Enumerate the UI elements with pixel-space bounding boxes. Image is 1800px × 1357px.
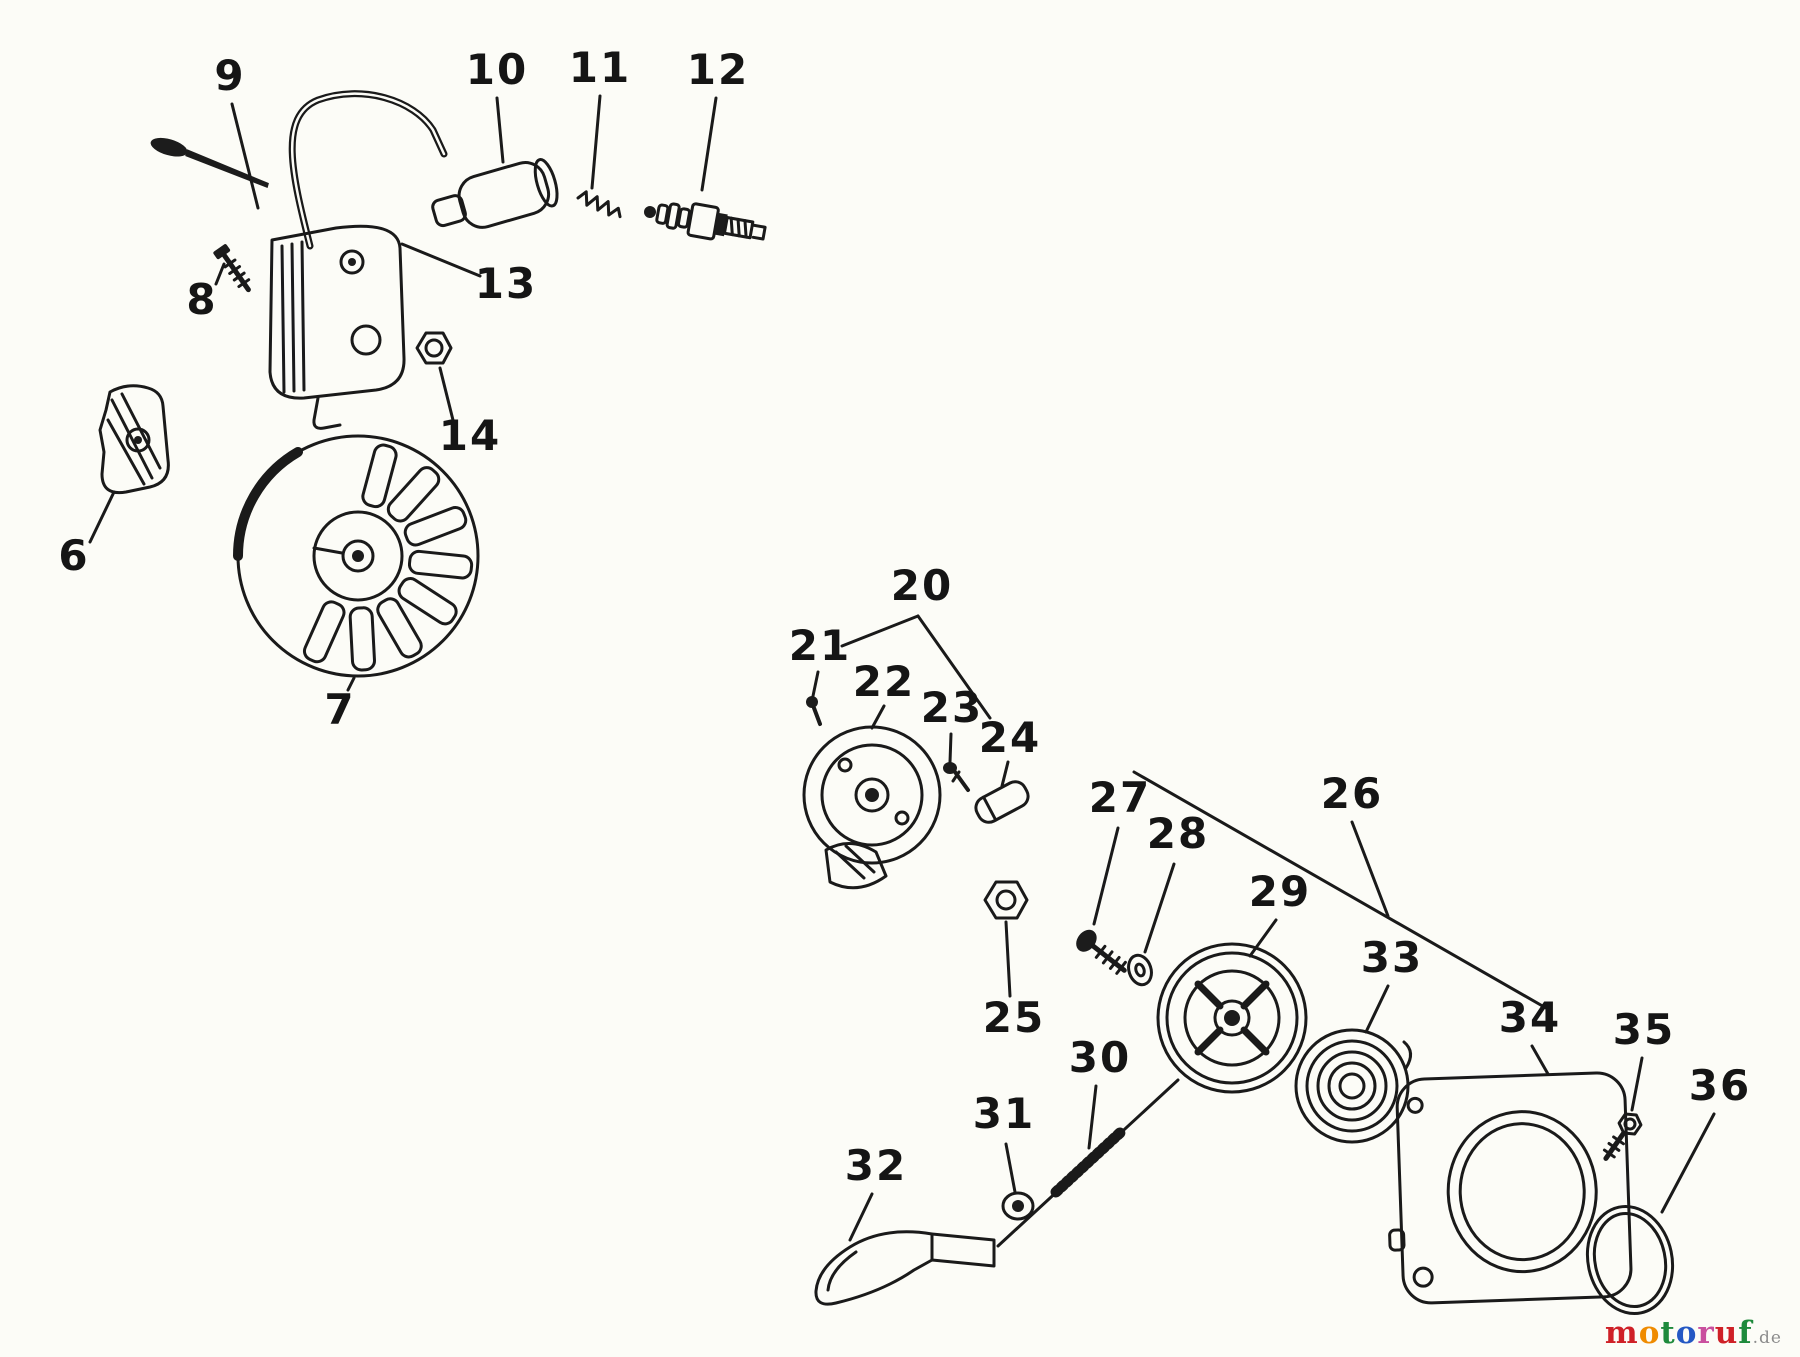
part-label-31: 31 [973,1089,1035,1138]
leader-12 [700,96,718,192]
part-label-33: 33 [1361,933,1423,982]
leader-6 [88,490,116,544]
brand-letter-m: m [1604,1315,1639,1351]
leader-27 [1092,826,1120,926]
part-12-spark-plug [644,202,767,241]
leader-25 [1004,920,1012,998]
part-31-grommet [1001,1191,1035,1221]
part-26-bracket [1132,770,1548,1010]
part-label-22: 22 [853,657,915,706]
leader-7 [346,676,356,692]
leader-36 [1660,1112,1716,1214]
leader-22 [870,704,886,730]
part-36-o-ring [1585,1204,1675,1316]
leader-35 [1630,1056,1644,1112]
brand-letter-o1: o [1638,1315,1661,1351]
part-label-29: 29 [1249,867,1311,916]
part-label-12: 12 [687,45,749,94]
leader-11 [590,94,602,190]
part-9-terminal-pin [150,137,269,188]
part-label-25: 25 [983,993,1045,1042]
part-11-spring [576,190,622,219]
part-23-screw [943,762,970,792]
leader-29 [1248,918,1278,958]
leader-34 [1530,1044,1550,1076]
part-33-recoil-spring [1294,1028,1412,1144]
brand-letter-r: r [1697,1315,1715,1351]
part-label-13: 13 [475,259,537,308]
brand-letter-f: f [1738,1315,1753,1351]
part-32-starter-handle [814,1230,996,1306]
part-label-14: 14 [439,411,501,460]
part-8-screw [213,244,251,293]
leader-21 [811,670,820,698]
leader-24 [1000,760,1010,788]
leader-13 [400,242,482,278]
part-13-ignition-coil [268,224,406,430]
leader-33 [1364,984,1390,1034]
leader-23 [948,732,953,764]
part-21-screw [806,696,822,726]
part-label-28: 28 [1147,809,1209,858]
brand-letter-o2: o [1675,1315,1698,1351]
part-label-36: 36 [1689,1061,1751,1110]
part-20-bracket [840,614,992,720]
part-label-10: 10 [466,45,528,94]
part-label-27: 27 [1089,773,1151,822]
part-label-23: 23 [921,683,983,732]
part-label-20: 20 [891,561,953,610]
part-25-nut [983,880,1029,920]
leader-9 [230,102,260,210]
part-14-nut [415,331,453,365]
flywheel-fins [302,443,474,672]
part-label-6: 6 [58,531,89,580]
part-27-screw [1076,929,1127,975]
part-10-plug-cap [431,158,559,229]
brand-tld: .de [1752,1328,1782,1348]
brand-letter-u: u [1714,1315,1739,1351]
leader-30 [1087,1084,1098,1150]
part-label-35: 35 [1613,1005,1675,1054]
part-24-clutch-shoe [974,780,1030,824]
part-label-11: 11 [569,43,631,92]
part-labels: 9 10 11 12 8 13 14 6 7 20 21 22 23 24 25… [58,43,1751,1190]
part-6-stop-switch [98,384,170,495]
diagram-linework [88,90,1716,1316]
part-label-34: 34 [1499,993,1561,1042]
motoruf-logo[interactable]: motoruf.de [1605,1315,1782,1351]
part-9-ht-wire-core [291,92,446,248]
part-30-starter-rope [996,1078,1180,1248]
part-label-7: 7 [324,685,355,734]
brand-letter-t: t [1660,1315,1676,1351]
leader-10 [495,96,505,164]
leader-31 [1004,1142,1017,1194]
part-label-32: 32 [845,1141,907,1190]
part-35-screw [1602,1112,1643,1161]
part-label-8: 8 [186,275,217,324]
part-label-24: 24 [979,713,1041,762]
part-7-flywheel [232,434,480,678]
part-label-9: 9 [214,51,245,100]
part-34-starter-housing [1388,1071,1633,1305]
part-29-starter-pulley [1156,942,1308,1094]
leader-26 [1350,820,1390,918]
leader-28 [1143,862,1176,954]
leader-32 [848,1192,874,1242]
leader-14 [438,366,456,426]
part-label-30: 30 [1069,1033,1131,1082]
part-label-21: 21 [789,621,851,670]
part-label-26: 26 [1321,769,1383,818]
leader-8 [214,262,226,286]
part-28-washer [1127,953,1153,987]
part-22-clutch-drum [802,725,942,890]
